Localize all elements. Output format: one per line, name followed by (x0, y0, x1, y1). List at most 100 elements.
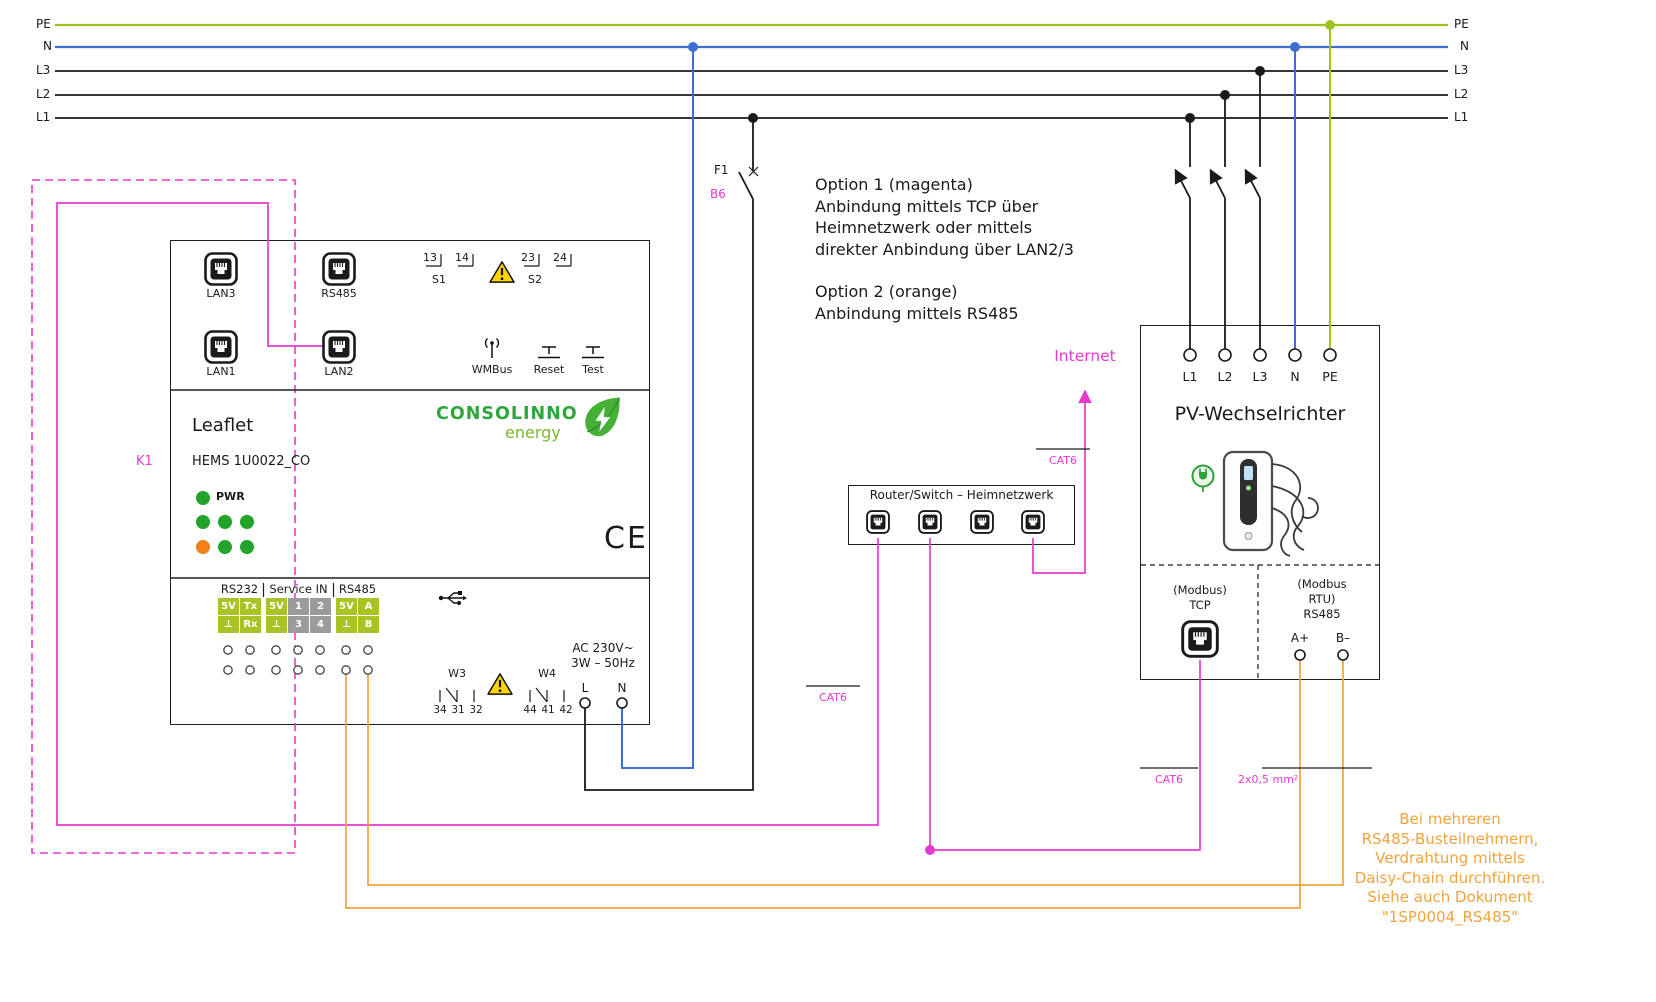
bus-label-l1-right: L1 (1454, 110, 1469, 124)
test-button-icon (580, 344, 606, 364)
router-port4-rj45-icon (1021, 510, 1045, 538)
breaker-circuit-label: B6 (710, 187, 726, 201)
tb-cell: 2 (310, 598, 331, 615)
daisy-line5: Siehe auch Dokument (1367, 888, 1533, 906)
tb-cell: 5V (266, 598, 287, 615)
bus-label-n-right: N (1460, 39, 1469, 53)
lan3-rj45-icon (204, 252, 238, 290)
wire-spec-label: 2x0,5 mm² (1238, 773, 1299, 786)
inverter-terminal-l1-label: L1 (1182, 369, 1198, 384)
rs485-a-plus-label: A+ (1290, 631, 1310, 645)
wmbus-label: WMBus (471, 363, 513, 376)
option2-line1: Option 2 (orange) (815, 282, 958, 301)
warning-triangle-icon-bottom (486, 672, 514, 700)
tb-cell: ⊥ (336, 616, 357, 633)
s1-terminal-13: 13 (423, 251, 437, 264)
router-title: Router/Switch – Heimnetzwerk (869, 488, 1054, 502)
daisy-line2: RS485-Busteilnehmern, (1361, 829, 1539, 848)
modbus-tcp-rj45-icon (1181, 620, 1219, 662)
daisy-line3: Verdrahtung mittels (1375, 849, 1525, 867)
rs485-b-minus-label: B– (1335, 631, 1351, 645)
tb-cell: 3 (288, 616, 309, 633)
tb-cell: B (358, 616, 379, 633)
s2-contact-label: S2 (528, 273, 542, 286)
ac-rating-line1: AC 230V~ (572, 641, 634, 655)
bus-label-l3-left: L3 (36, 63, 51, 77)
tb-header-service-in: Service IN (269, 582, 328, 596)
cat6-label-modbus: CAT6 (1154, 773, 1184, 786)
inverter-title: PV-Wechselrichter (1174, 403, 1346, 425)
device-model: HEMS 1U0022_CO (192, 454, 311, 469)
ac-rating-line2: 3W – 50Hz (571, 656, 635, 670)
consolinno-leaf-icon (576, 394, 626, 446)
w3-terminal-31: 31 (451, 704, 465, 716)
test-label: Test (582, 363, 604, 376)
pwr-label: PWR (216, 490, 245, 503)
tb-cell: 4 (310, 616, 331, 633)
inverter-feeders (1174, 71, 1261, 349)
breaker-name-label: F1 (714, 163, 729, 177)
s2-terminal-24: 24 (553, 251, 567, 264)
daisy-line6: "1SP0004_RS485" (1381, 907, 1519, 926)
w4-terminal-44: 44 (523, 704, 537, 716)
bus-label-l3-right: L3 (1454, 63, 1469, 77)
option1-line4: direkter Anbindung über LAN2/3 (815, 239, 1074, 259)
bus-label-l1-left: L1 (36, 110, 51, 124)
leaflet-l-terminal-label: L (581, 681, 589, 695)
router-port1-rj45-icon (866, 510, 890, 538)
daisy-line4: Daisy-Chain durchführen. (1354, 868, 1546, 887)
tb-cell: Tx (240, 598, 261, 615)
inverter-terminal-l2-label: L2 (1217, 369, 1233, 384)
bus-label-n-left: N (43, 39, 52, 53)
warning-triangle-icon-top (488, 260, 516, 288)
daisy-chain-note: Bei mehreren RS485-Busteilnehmern, Verdr… (1350, 810, 1550, 927)
w4-label: W4 (538, 667, 556, 680)
device-title: Leaflet (192, 415, 254, 436)
reset-label: Reset (533, 363, 565, 376)
tb-cell: ⊥ (266, 616, 287, 633)
lan2-rj45-icon (322, 330, 356, 368)
modbus-rtu-label-2: RTU) (1308, 592, 1336, 606)
lan1-port-label: LAN1 (206, 365, 236, 378)
inverter-terminal-l3-label: L3 (1252, 369, 1268, 384)
cat6-label-internet: CAT6 (1048, 454, 1078, 467)
option1-line2: Anbindung mittels TCP über (815, 196, 1039, 216)
option1-line3: Heimnetzwerk oder mittels (815, 218, 1033, 237)
tb-cell: 5V (218, 598, 239, 615)
usb-icon (438, 589, 468, 611)
ac-rating: AC 230V~ 3W – 50Hz (558, 641, 648, 671)
tb-cell: A (358, 598, 379, 615)
lan1-rj45-icon (204, 330, 238, 368)
inverter-illustration (1191, 450, 1319, 557)
option1-line1: Option 1 (magenta) (815, 175, 973, 194)
consolinno-brand-text: CONSOLINNO (436, 404, 578, 424)
w4-terminal-41: 41 (541, 704, 555, 716)
s1-contact-label: S1 (432, 273, 446, 286)
inverter-terminal-n-label: N (1290, 369, 1300, 384)
option2-line2: Anbindung mittels RS485 (815, 303, 1019, 323)
tb-header-rs485: RS485 (338, 582, 377, 596)
internet-label: Internet (1054, 347, 1116, 365)
bus-lines (55, 23, 1448, 119)
modbus-tcp-label-1: (Modbus) (1173, 583, 1227, 597)
modbus-rtu-label-1: (Modbus (1297, 577, 1347, 591)
wmbus-antenna-icon (478, 334, 506, 364)
k1-label: K1 (136, 454, 153, 469)
w4-terminal-42: 42 (559, 704, 573, 716)
rs485-rj45-icon (322, 252, 356, 290)
option2-note: Option 2 (orange) Anbindung mittels RS48… (815, 281, 1019, 324)
router-port2-rj45-icon (918, 510, 942, 538)
ce-mark: CE (604, 521, 648, 556)
router-to-internet-wire (1032, 389, 1092, 574)
option1-note: Option 1 (magenta) Anbindung mittels TCP… (815, 174, 1074, 260)
modbus-tcp-label-2: TCP (1189, 598, 1211, 612)
cat6-label-lan: CAT6 (818, 691, 848, 704)
s1-terminal-14: 14 (455, 251, 469, 264)
consolinno-sub-text: energy (505, 423, 561, 442)
reset-button-icon (536, 344, 562, 364)
bus-label-pe-left: PE (36, 17, 51, 31)
tb-header-rs232: RS232 (220, 582, 259, 596)
lan3-port-label: LAN3 (206, 287, 236, 300)
bus-label-l2-left: L2 (36, 87, 51, 101)
tb-cell: 1 (288, 598, 309, 615)
